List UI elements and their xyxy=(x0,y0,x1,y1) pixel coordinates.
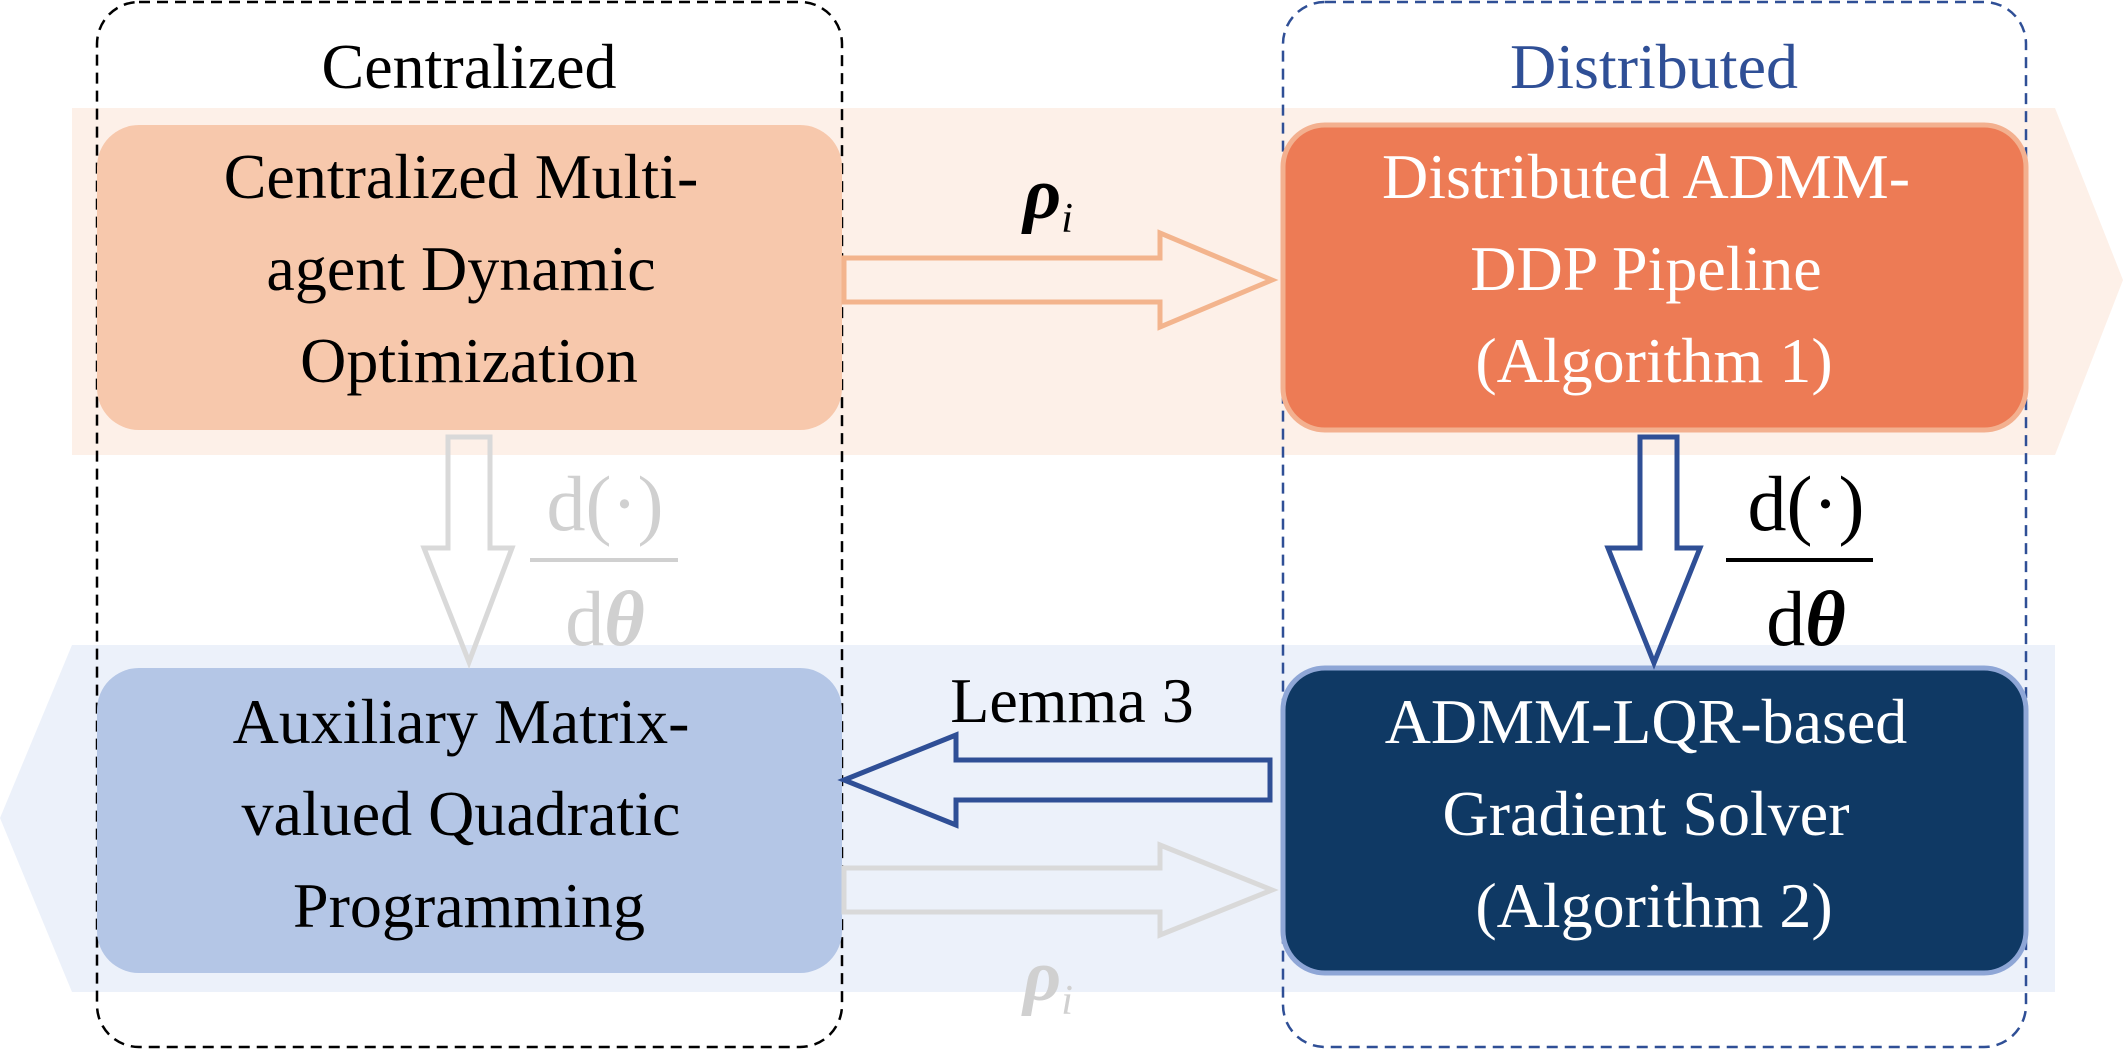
box-line: DDP Pipeline xyxy=(1470,233,1821,304)
distributed-column-title: Distributed xyxy=(1510,31,1798,102)
down-arrow-derivative xyxy=(1604,434,1704,670)
auxiliary-qp-box xyxy=(97,668,842,973)
rho-subscript: i xyxy=(1061,978,1073,1024)
box-line: valued Quadratic xyxy=(242,778,681,849)
auxiliary-qp-text: Auxiliary Matrix- valued Quadratic Progr… xyxy=(233,686,706,941)
box-line: agent Dynamic xyxy=(266,233,655,304)
box-line: Programming xyxy=(293,870,645,941)
lemma-label: Lemma 3 xyxy=(950,665,1193,736)
denominator-d: d xyxy=(1766,575,1805,662)
box-line: Auxiliary Matrix- xyxy=(233,686,690,757)
rho-subscript: i xyxy=(1061,196,1073,242)
left-arrow-lemma xyxy=(837,731,1273,829)
derivative-denominator: dθ xyxy=(1766,575,1846,662)
derivative-denominator: dθ xyxy=(565,575,645,662)
box-line: Centralized Multi- xyxy=(224,141,699,212)
distributed-admm-ddp-box xyxy=(1280,122,2029,433)
box-line: Gradient Solver xyxy=(1443,778,1850,849)
rho-symbol: ρ xyxy=(1021,935,1061,1017)
derivative-numerator: d(·) xyxy=(1748,460,1865,547)
centralized-optimization-box xyxy=(97,125,842,430)
denominator-d: d xyxy=(565,575,604,662)
distributed-admm-ddp-text: Distributed ADMM- DDP Pipeline (Algorith… xyxy=(1382,141,1926,396)
rho-symbol: ρ xyxy=(1021,153,1061,235)
rho-label-top: ρi xyxy=(1021,153,1073,242)
box-line: Optimization xyxy=(300,325,638,396)
centralized-column-frame xyxy=(95,0,844,1049)
derivative-numerator: d(·) xyxy=(547,460,664,547)
box-line: ADMM-LQR-based xyxy=(1385,686,1908,757)
derivative-label-left: d(·) dθ xyxy=(530,460,678,662)
box-line: (Algorithm 2) xyxy=(1475,870,1832,941)
centralized-column-title: Centralized xyxy=(322,31,617,102)
derivative-label-right: d(·) dθ xyxy=(1726,460,1873,662)
centralized-optimization-text: Centralized Multi- agent Dynamic Optimiz… xyxy=(224,141,715,396)
denominator-theta: θ xyxy=(1805,575,1846,662)
right-arrow-rho xyxy=(841,229,1279,331)
box-line: (Algorithm 1) xyxy=(1475,325,1832,396)
faded-down-arrow-derivative xyxy=(420,434,516,669)
rho-label-bottom: ρi xyxy=(1021,935,1073,1024)
admm-lqr-gradient-text: ADMM-LQR-based Gradient Solver (Algorith… xyxy=(1385,686,1924,941)
denominator-theta: θ xyxy=(604,575,645,662)
distributed-column-frame xyxy=(1281,0,2028,1049)
box-line: Distributed ADMM- xyxy=(1382,141,1910,212)
faded-right-arrow-rho xyxy=(841,841,1279,939)
